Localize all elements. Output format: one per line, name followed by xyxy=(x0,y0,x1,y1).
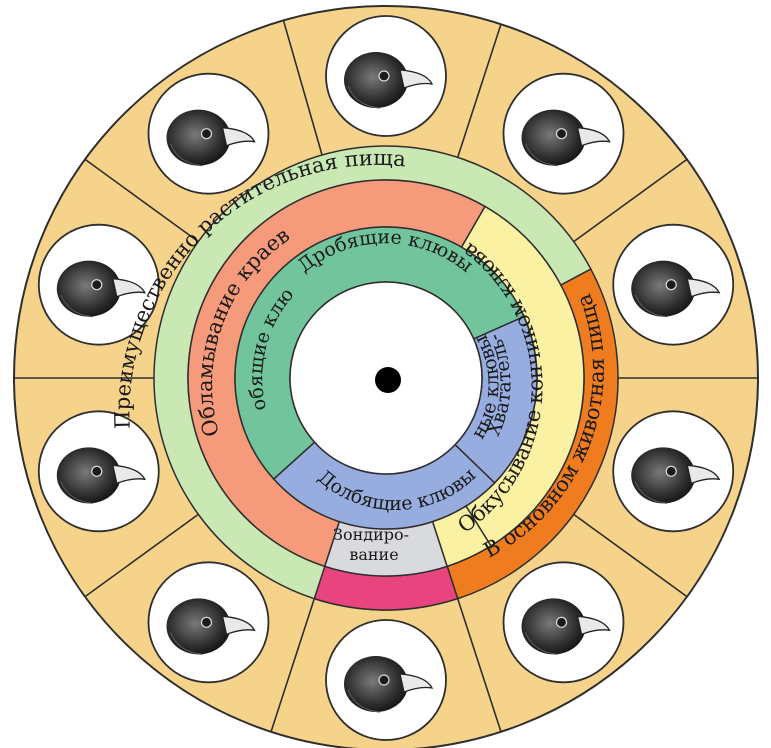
bird-head-icon xyxy=(148,562,268,682)
bird-head-icon xyxy=(326,16,446,136)
bird-head-icon xyxy=(613,411,733,531)
feeding-label-probing-2: вание xyxy=(349,545,398,564)
bird-head-icon xyxy=(613,225,733,345)
feeding-label-probing-1: Зондиро- xyxy=(333,525,409,544)
bird-head-icon xyxy=(504,562,624,682)
bird-head-icon xyxy=(148,74,268,194)
bird-head-icon xyxy=(326,620,446,740)
center-dot xyxy=(375,367,401,393)
bird-head-icon xyxy=(39,411,159,531)
bird-head-icon xyxy=(504,74,624,194)
